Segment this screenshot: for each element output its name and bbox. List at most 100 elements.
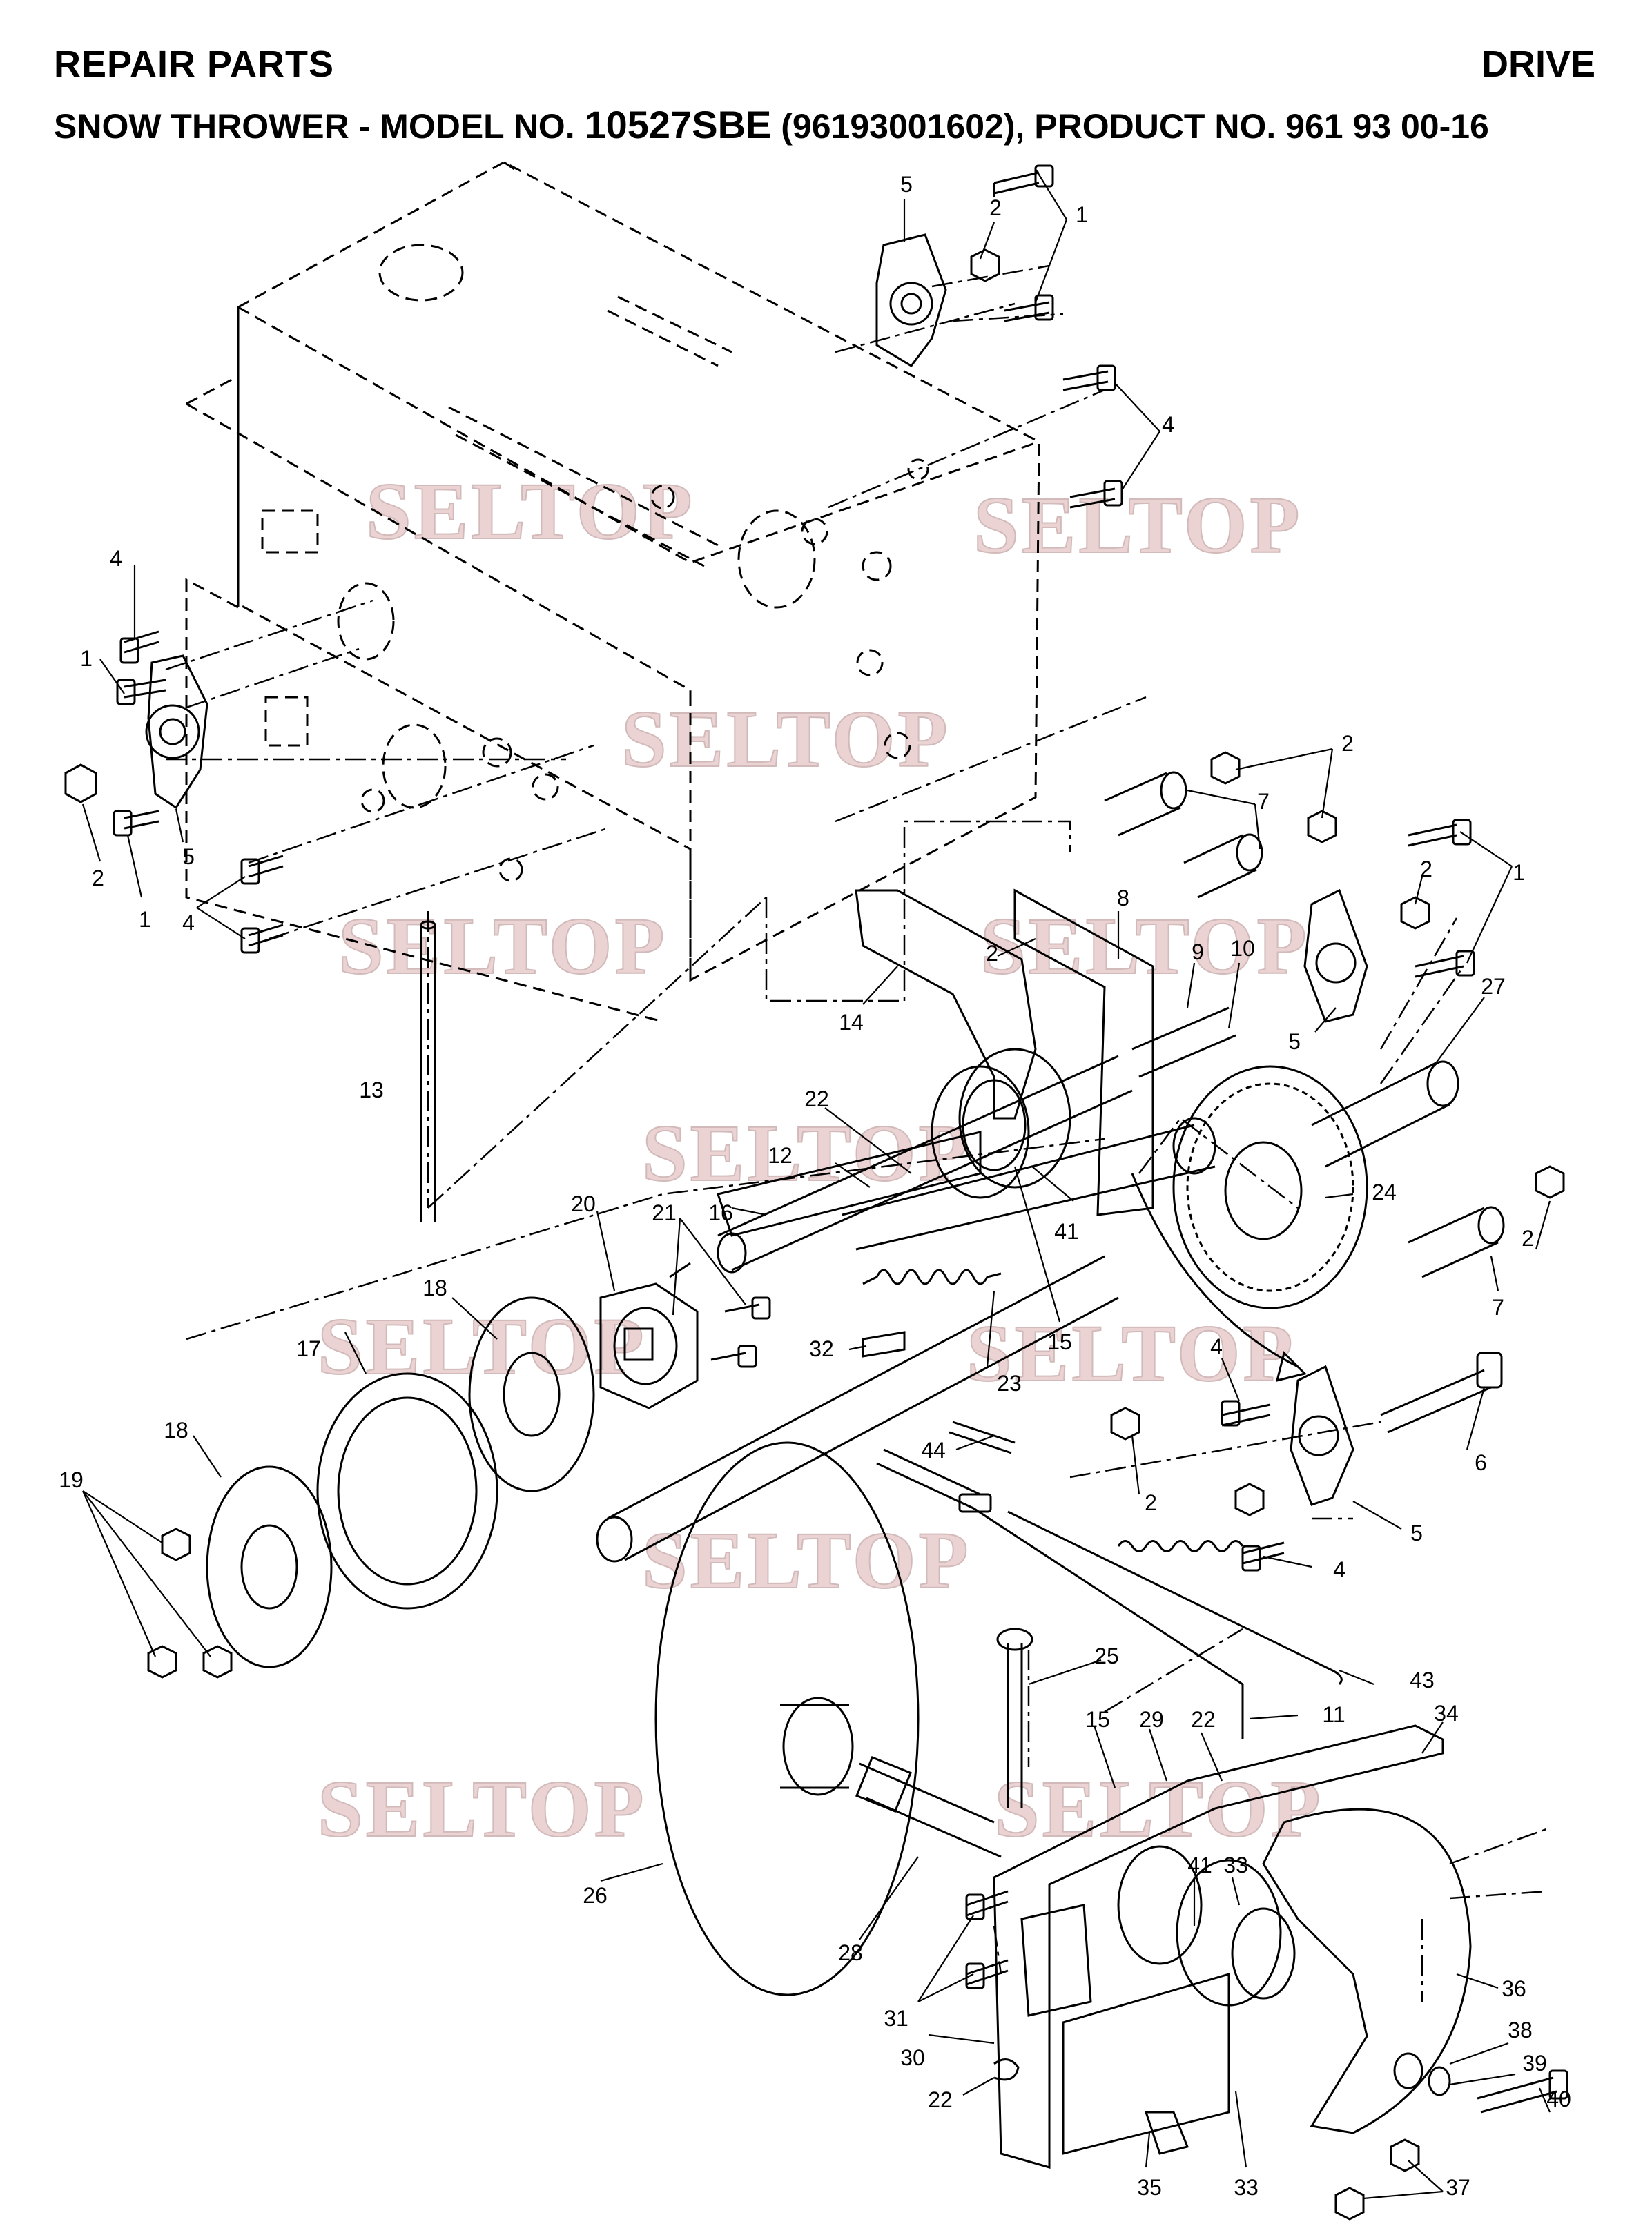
- callout-15: 15: [1047, 1329, 1072, 1354]
- watermark: SELTOP: [966, 1308, 1296, 1398]
- callout-4: 4: [1333, 1557, 1345, 1582]
- callout-22: 22: [928, 2087, 953, 2112]
- callout-33: 33: [1234, 2175, 1259, 2200]
- callout-21: 21: [652, 1200, 677, 1225]
- callout-7: 7: [1492, 1295, 1504, 1320]
- callout-36: 36: [1502, 1976, 1526, 2001]
- callout-5: 5: [1288, 1029, 1301, 1054]
- callout-44: 44: [921, 1438, 946, 1463]
- watermarks: SELTOP SELTOP SELTOP SELTOP SELTOP SELTO…: [317, 465, 1323, 1855]
- callout-2: 2: [986, 941, 998, 966]
- callout-41: 41: [1187, 1853, 1212, 1877]
- callout-26: 26: [583, 1883, 608, 1908]
- callout-19: 19: [59, 1467, 84, 1492]
- callout-40: 40: [1546, 2087, 1571, 2111]
- callout-4: 4: [1162, 412, 1174, 437]
- callout-38: 38: [1508, 2018, 1533, 2042]
- model-line: SNOW THROWER - MODEL NO. 10527SBE (96193…: [54, 102, 1489, 147]
- callout-37: 37: [1446, 2175, 1470, 2200]
- shaft-13: [420, 920, 436, 1222]
- section-title: DRIVE: [1481, 43, 1595, 85]
- callout-24: 24: [1372, 1180, 1397, 1204]
- callout-29: 29: [1139, 1707, 1164, 1732]
- callout-2: 2: [1341, 731, 1354, 756]
- callout-27: 27: [1481, 974, 1506, 999]
- flange-bearing-right: [1303, 819, 1475, 1023]
- callout-39: 39: [1522, 2051, 1547, 2076]
- callout-18: 18: [422, 1276, 447, 1300]
- callout-23: 23: [997, 1371, 1022, 1396]
- flange-bearing-left: [64, 630, 284, 954]
- shaft-6-flange: [1110, 1173, 1503, 1572]
- callout-13: 13: [359, 1077, 384, 1102]
- callout-25: 25: [1094, 1643, 1119, 1668]
- frame-housing: [185, 161, 1040, 1023]
- callout-11: 11: [1322, 1702, 1345, 1727]
- callout-2: 2: [989, 195, 1002, 220]
- callout-7: 7: [1257, 789, 1270, 814]
- callout-15: 15: [1085, 1707, 1110, 1732]
- subtitle-prefix: SNOW THROWER - MODEL NO.: [54, 107, 575, 146]
- watermark: SELTOP: [318, 1764, 647, 1854]
- callout-5: 5: [900, 172, 913, 197]
- callout-2: 2: [1522, 1226, 1534, 1251]
- watermark: SELTOP: [338, 901, 668, 991]
- callout-14: 14: [839, 1010, 864, 1035]
- spring-key-pin: [596, 1255, 1119, 1563]
- callout-16: 16: [708, 1200, 733, 1225]
- callout-6: 6: [1475, 1450, 1487, 1475]
- linkage-rod-spring: [876, 1448, 1343, 1739]
- watermark: SELTOP: [642, 1108, 971, 1198]
- callouts: 5 2 1 4 4 1 2 5 1 4 2 7 2 1 8 2 9 10 5 2…: [59, 172, 1571, 2200]
- lower-bracket-pulley: [965, 1724, 1568, 2221]
- callout-33: 33: [1223, 1853, 1248, 1877]
- gear-assembly: [717, 888, 1459, 1309]
- callout-41: 41: [1054, 1219, 1079, 1244]
- callout-22: 22: [804, 1086, 829, 1111]
- watermark: SELTOP: [994, 1764, 1323, 1854]
- callout-4: 4: [110, 546, 122, 571]
- callout-22: 22: [1191, 1707, 1216, 1732]
- subtitle-suffix: (96193001602), PRODUCT NO. 961 93 00-16: [781, 107, 1489, 146]
- watermark: SELTOP: [980, 901, 1310, 991]
- callout-8: 8: [1117, 886, 1129, 910]
- callout-17: 17: [296, 1336, 321, 1361]
- callout-1: 1: [1513, 860, 1525, 885]
- watermark: SELTOP: [621, 694, 951, 784]
- callout-4: 4: [182, 910, 195, 935]
- watermark: SELTOP: [366, 466, 695, 556]
- page-title: REPAIR PARTS: [54, 43, 335, 85]
- flange-bearing-top: [875, 164, 1123, 509]
- callout-43: 43: [1410, 1668, 1435, 1693]
- assembly-lines: [165, 264, 1547, 2002]
- watermark: SELTOP: [642, 1515, 971, 1606]
- callout-35: 35: [1137, 2175, 1162, 2200]
- callout-32: 32: [809, 1336, 834, 1361]
- leader-lines: [81, 168, 1551, 2200]
- callout-2: 2: [92, 866, 104, 890]
- callout-1: 1: [80, 646, 93, 671]
- watermark: SELTOP: [973, 480, 1303, 570]
- callout-1: 1: [1076, 202, 1088, 227]
- watermark: SELTOP: [318, 1301, 647, 1392]
- callout-9: 9: [1192, 939, 1204, 964]
- callout-18: 18: [164, 1418, 188, 1443]
- callout-31: 31: [884, 2006, 908, 2031]
- callout-34: 34: [1434, 1701, 1459, 1726]
- spacers-right: [1104, 751, 1565, 1278]
- friction-disc: [654, 1441, 1033, 1996]
- model-number: 10527SBE: [584, 103, 772, 146]
- callout-5: 5: [182, 844, 195, 869]
- callout-28: 28: [838, 1940, 863, 1965]
- callout-30: 30: [900, 2045, 925, 2070]
- hub-and-plates: [147, 1262, 771, 1679]
- callout-2: 2: [1145, 1490, 1157, 1515]
- callout-10: 10: [1230, 936, 1255, 961]
- callout-20: 20: [571, 1191, 596, 1216]
- callout-12: 12: [768, 1143, 793, 1168]
- callout-1: 1: [139, 907, 151, 932]
- callout-5: 5: [1410, 1521, 1423, 1545]
- callout-2: 2: [1420, 857, 1432, 881]
- callout-4: 4: [1210, 1334, 1223, 1359]
